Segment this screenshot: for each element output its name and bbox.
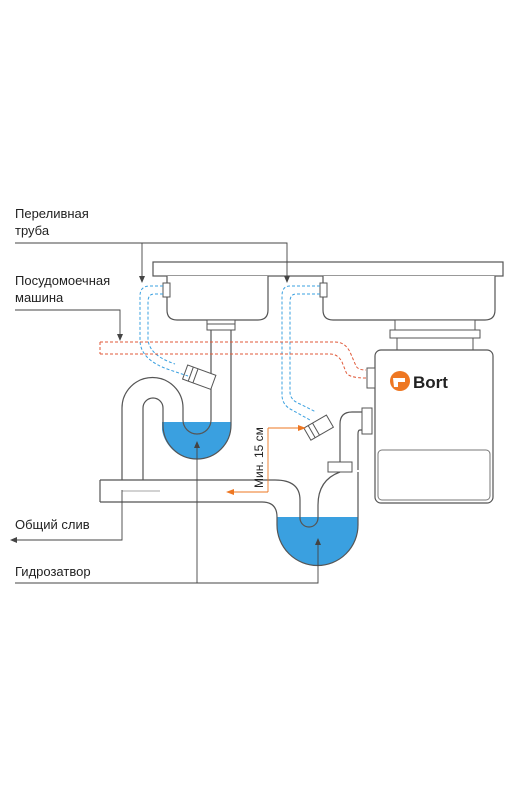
min-distance-label: Мин. 15 см	[252, 427, 266, 488]
left-dishwasher-fitting	[181, 364, 217, 391]
garbage-disposer	[366, 319, 494, 504]
disposer-dishwasher-fitting	[303, 414, 335, 441]
right-slip-nut	[327, 461, 353, 473]
label-overflow-pipe-line2: труба	[15, 223, 50, 238]
common-drain-pipe	[100, 479, 301, 518]
dishwasher-hose-2	[100, 353, 367, 379]
right-sink-bowl	[322, 276, 496, 321]
left-trap	[121, 376, 232, 480]
label-dishwasher-line2: машина	[15, 290, 64, 305]
label-dishwasher-line1: Посудомоечная	[15, 273, 111, 288]
leader-lines	[10, 242, 321, 584]
label-dishwasher: Посудомоечная машина	[15, 272, 110, 306]
dishwasher-hose	[100, 341, 367, 371]
label-common-drain: Общий слив	[15, 517, 90, 532]
label-overflow-pipe-line1: Переливная	[15, 206, 89, 221]
overflow-pipe-left-2	[147, 293, 176, 365]
countertop	[152, 261, 504, 277]
overflow-pipe-left	[139, 285, 189, 377]
disposer-outlet	[339, 411, 372, 470]
right-sink-overflow-nub	[319, 282, 328, 298]
bort-logo: Bort	[390, 371, 448, 392]
min-distance-dimension	[226, 425, 306, 495]
label-water-seal: Гидрозатвор	[15, 564, 91, 579]
overflow-pipe-right-2	[289, 293, 320, 413]
left-sink-bowl	[166, 276, 269, 321]
right-trap	[276, 471, 359, 567]
overflow-pipe-right	[281, 285, 320, 421]
left-drain-flange	[206, 319, 236, 331]
label-overflow-pipe: Переливная труба	[15, 205, 89, 239]
left-tailpiece	[210, 330, 232, 395]
bort-logo-text: Bort	[413, 373, 448, 392]
left-trap-water	[162, 422, 231, 460]
left-sink-overflow-nub	[162, 282, 171, 298]
